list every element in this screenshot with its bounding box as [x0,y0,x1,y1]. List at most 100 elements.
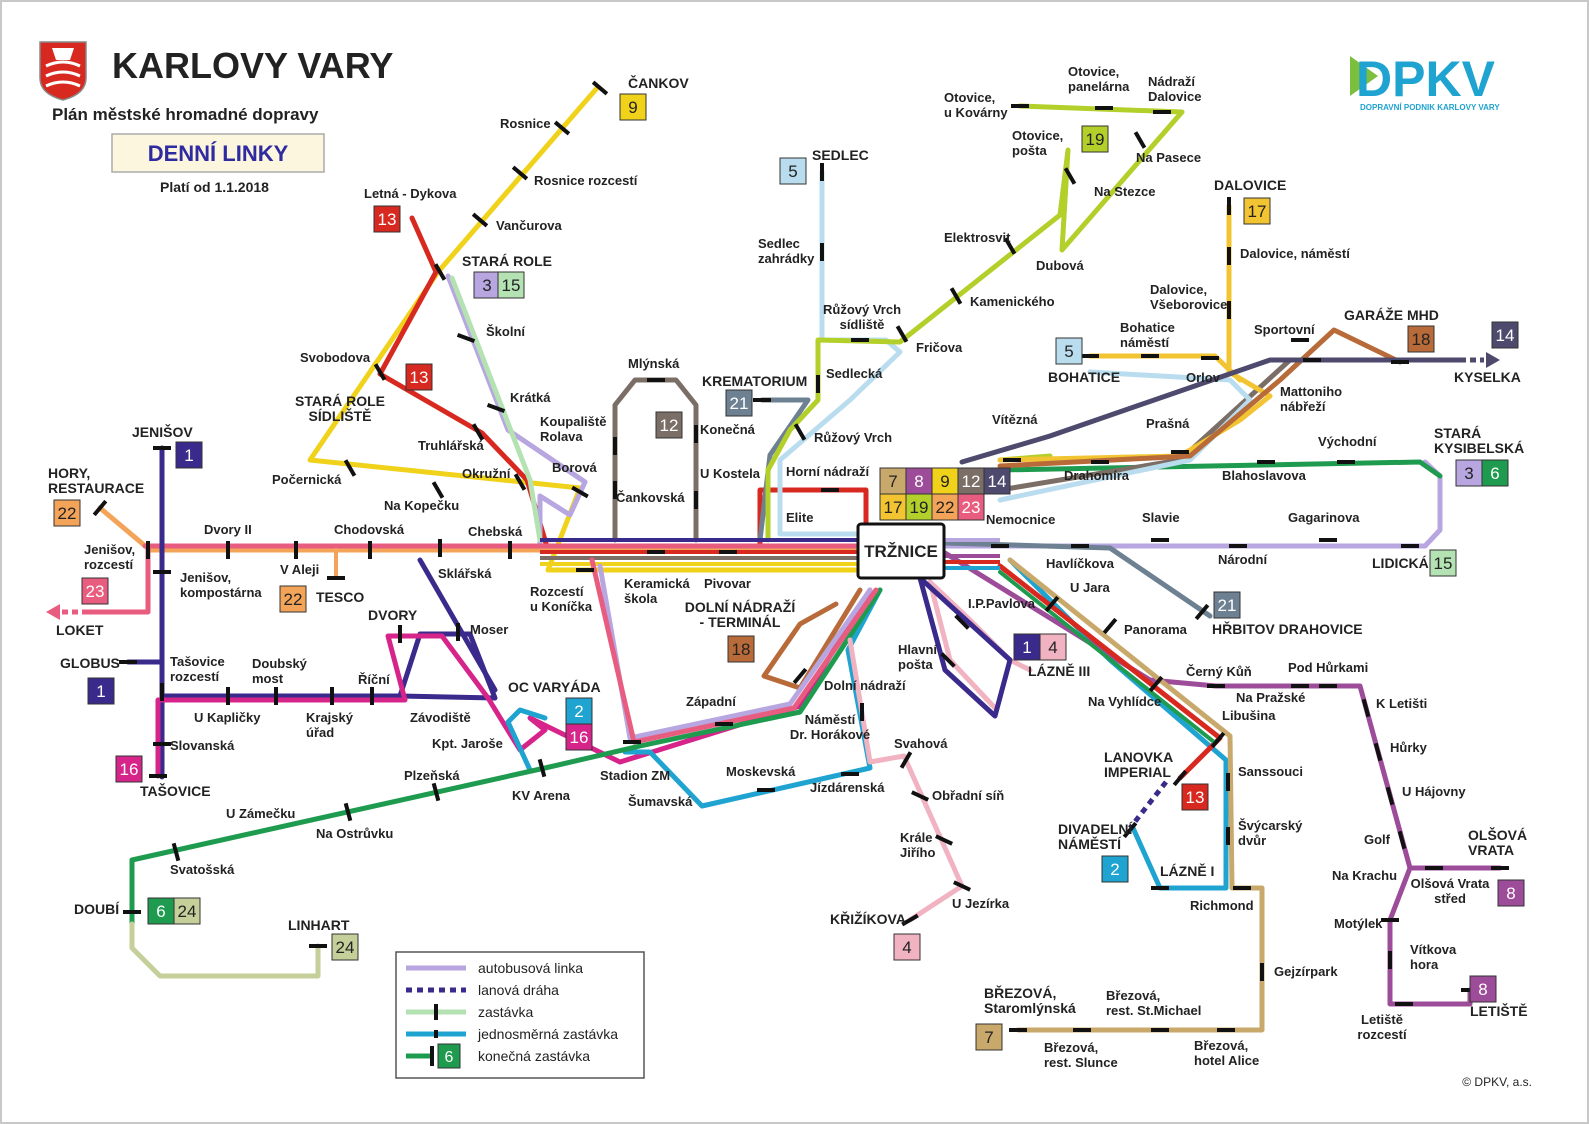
stop-label-dolni-nadrazi-terminal[interactable]: DOLNÍ NÁDRAŽÍ- TERMINÁL [685,598,797,630]
stop-label-lazne-i[interactable]: LÁZNĚ I [1160,862,1214,879]
stop-label-drahomira[interactable]: Drahomíra [1064,468,1130,483]
line-badge-22[interactable]: 22 [279,585,307,613]
stop-label-na-stezce[interactable]: Na Stezce [1094,184,1155,199]
stop-label-stadion-zm[interactable]: Stadion ZM [600,768,670,783]
stop-label-na-pasece[interactable]: Na Pasece [1136,150,1201,165]
stop-label-u-zamecku[interactable]: U Zámečku [226,806,295,821]
stop-label-hory-restaurace[interactable]: HORY,RESTAURACE [48,465,144,496]
stop-label-sumavska[interactable]: Šumavská [628,794,693,809]
stop-label-sedlecka[interactable]: Sedlecká [826,366,883,381]
line-badge-9[interactable]: 9 [931,467,959,495]
stop-label-brezova-hotel-alice[interactable]: Březová,hotel Alice [1194,1038,1259,1068]
line-badge-15[interactable]: 15 [497,271,525,299]
stop-label-havlickova[interactable]: Havlíčkova [1046,556,1115,571]
stop-label-brezova-rest-st-michael[interactable]: Březová,rest. St.Michael [1106,988,1201,1018]
stop-label-sedlec[interactable]: SEDLEC [812,147,869,163]
line-badge-23[interactable]: 23 [81,577,109,605]
line-badge-1[interactable]: 1 [87,677,115,705]
stop-label-loket[interactable]: LOKET [56,622,104,638]
stop-label-otovice-posta[interactable]: Otovice,pošta [1012,128,1063,158]
stop-label-panorama[interactable]: Panorama [1124,622,1188,637]
line-badge-22[interactable]: 22 [53,499,81,527]
stop-label-kratka[interactable]: Krátká [510,390,551,405]
stop-label-dalovice[interactable]: DALOVICE [1214,177,1286,193]
line-badge-8[interactable]: 8 [905,467,933,495]
stop-label-lidicka[interactable]: LIDICKÁ [1372,555,1429,571]
stop-label-hurky[interactable]: Hůrky [1390,740,1428,755]
stop-label-linhart[interactable]: LINHART [288,917,350,933]
stop-label-na-vyhlidce[interactable]: Na Vyhlídce [1088,694,1161,709]
stop-label-u-jara[interactable]: U Jara [1070,580,1111,595]
stop-label-globus[interactable]: GLOBUS [60,655,120,671]
stop-label-garaze-mhd[interactable]: GARÁŽE MHD [1344,306,1439,323]
stop-label-dvory-ii[interactable]: Dvory II [204,522,252,537]
line-badge-1[interactable]: 1 [175,441,203,469]
stop-label-moser[interactable]: Moser [470,622,508,637]
stop-label-pivovar[interactable]: Pivovar [704,576,751,591]
stop-label-vitezna[interactable]: Vítězná [992,412,1038,427]
line-badge-16[interactable]: 16 [115,755,143,783]
stop-label-otovice-panelarna[interactable]: Otovice,panelárna [1068,64,1130,94]
stop-label-kpt-jarose[interactable]: Kpt. Jaroše [432,736,503,751]
stop-label-jenisov-kompostarna[interactable]: Jenišov,kompostárna [180,570,262,600]
stop-label-konecna[interactable]: Konečná [700,422,756,437]
stop-label-golf[interactable]: Golf [1364,832,1391,847]
stop-label-cankov[interactable]: ČANKOV [628,74,689,91]
stop-label-na-ostruvku[interactable]: Na Ostrůvku [316,826,393,841]
stop-label-doubi[interactable]: DOUBÍ [74,901,120,917]
stop-label-elite[interactable]: Elite [786,510,813,525]
stop-label-moskevska[interactable]: Moskevská [726,764,796,779]
stop-label-chebska[interactable]: Chebská [468,524,523,539]
stop-label-lazne-iii[interactable]: LÁZNĚ III [1028,662,1090,679]
stop-label-na-kopecku[interactable]: Na Kopečku [384,498,459,513]
line-badge-18[interactable]: 18 [727,635,755,663]
line-badge-7[interactable]: 7 [879,467,907,495]
line-badge-19[interactable]: 19 [905,493,933,521]
stop-label-borova[interactable]: Borová [552,460,598,475]
stop-label-skolni[interactable]: Školní [486,324,525,339]
line-badge-8[interactable]: 8 [1469,975,1497,1003]
stop-label-svahova[interactable]: Svahová [894,736,948,751]
line-badge-8[interactable]: 8 [1497,879,1525,907]
stop-label-kyselka[interactable]: KYSELKA [1454,369,1521,385]
stop-label-pod-hurkami[interactable]: Pod Hůrkami [1288,660,1368,675]
stop-label-narodni[interactable]: Národní [1218,552,1268,567]
stop-label-kamenickeho[interactable]: Kamenického [970,294,1055,309]
line-badge-16[interactable]: 16 [565,723,593,751]
stop-label-v-aleji[interactable]: V Aleji [280,562,319,577]
stop-label-dubova[interactable]: Dubová [1036,258,1084,273]
stop-label-plzenska[interactable]: Plzeňská [404,768,460,783]
line-badge-17[interactable]: 17 [1243,197,1271,225]
stop-label-pocernicka[interactable]: Počernická [272,472,342,487]
line-badge-7[interactable]: 7 [975,1023,1003,1051]
line-badge-13[interactable]: 13 [373,205,401,233]
stop-label-prasna[interactable]: Prašná [1146,416,1190,431]
stop-label-tasovice[interactable]: TAŠOVICE [140,782,211,799]
stop-label-sanssouci[interactable]: Sanssouci [1238,764,1303,779]
line-badge-21[interactable]: 21 [1213,591,1241,619]
stop-label-u-hajovny[interactable]: U Hájovny [1402,784,1466,799]
stop-label-krizikova[interactable]: KŘIŽÍKOVA [830,910,906,927]
stop-label-cankovska[interactable]: Čankovská [616,490,685,505]
line-badge-2[interactable]: 2 [565,697,593,725]
line-badge-12[interactable]: 12 [655,411,683,439]
stop-label-nemocnice[interactable]: Nemocnice [986,512,1055,527]
stop-label-vancurova[interactable]: Vančurova [496,218,563,233]
stop-label-sportovni[interactable]: Sportovní [1254,322,1315,337]
line-badge-1[interactable]: 1 [1013,633,1041,661]
stop-label-stara-role[interactable]: STARÁ ROLE [462,253,552,269]
stop-label-truhlarska[interactable]: Truhlářská [418,438,485,453]
